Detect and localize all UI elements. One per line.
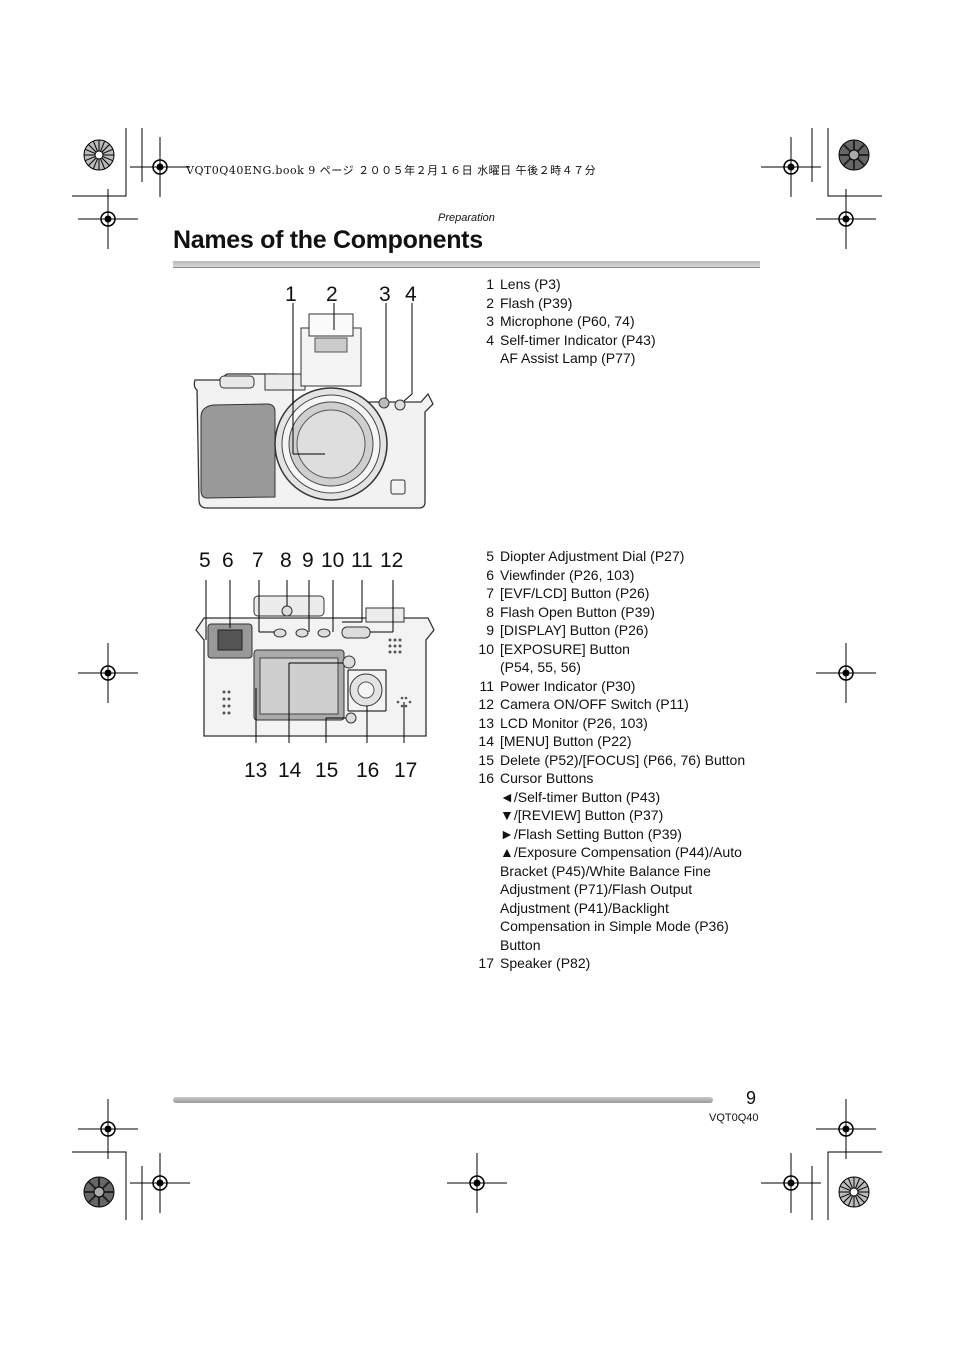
document-code: VQT0Q40 — [709, 1112, 759, 1124]
callout-2: 2 — [326, 283, 338, 306]
callout-3: 3 — [379, 283, 391, 306]
list-item-subline: Compensation in Simple Mode (P36) — [500, 918, 729, 934]
list-item-subline: Adjustment (P71)/Flash Output — [500, 881, 693, 897]
callout-12: 12 — [380, 549, 404, 572]
page-number: 9 — [746, 1088, 757, 1108]
callout-11: 11 — [351, 549, 373, 572]
callout-6: 6 — [222, 549, 234, 572]
callout-8: 8 — [280, 549, 292, 572]
list-item-subline: Adjustment (P41)/Backlight — [500, 899, 669, 916]
callout-7: 7 — [252, 549, 264, 572]
list-item-subline: ►/Flash Setting Button (P39) — [500, 825, 682, 842]
section-label: Preparation — [438, 212, 495, 224]
callout-15: 15 — [315, 759, 339, 782]
list-item-subline: Button — [500, 936, 541, 953]
list-item-subline: (P54, 55, 56) — [500, 659, 581, 675]
list-item-subline: AF Assist Lamp (P77) — [500, 350, 636, 366]
list-item-subline: ◄/Self-timer Button (P43) — [500, 788, 661, 805]
list-item: 14[MENU] Button (P22) — [478, 733, 632, 749]
title-rule — [173, 261, 760, 268]
callout-13: 13 — [244, 759, 268, 782]
camera-front-illustration — [193, 303, 434, 509]
list-item: 7[EVF/LCD] Button (P26) — [486, 585, 650, 601]
page-title: Names of the Components — [173, 226, 483, 254]
list-item-subline: Bracket (P45)/White Balance Fine — [500, 862, 711, 879]
callout-4: 4 — [405, 283, 417, 306]
callout-10: 10 — [321, 549, 345, 572]
callout-14: 14 — [278, 759, 302, 782]
list-item-subline: ▼/[REVIEW] Button (P37) — [500, 807, 664, 823]
callout-5: 5 — [199, 549, 211, 572]
footer-rule — [173, 1097, 713, 1103]
list-item: 10[EXPOSURE] Button — [478, 640, 630, 657]
callout-16: 16 — [356, 759, 380, 782]
print-info-line: VQT0Q40ENG.book 9 ページ ２００５年２月１６日 水曜日 午後２… — [186, 164, 597, 177]
camera-back-illustration — [195, 580, 435, 743]
callout-1: 1 — [285, 283, 297, 306]
list-item: 9[DISPLAY] Button (P26) — [486, 622, 649, 638]
callout-9: 9 — [302, 549, 314, 572]
list-item-subline: ▲/Exposure Compensation (P44)/Auto — [500, 844, 742, 860]
callout-17: 17 — [394, 759, 418, 782]
